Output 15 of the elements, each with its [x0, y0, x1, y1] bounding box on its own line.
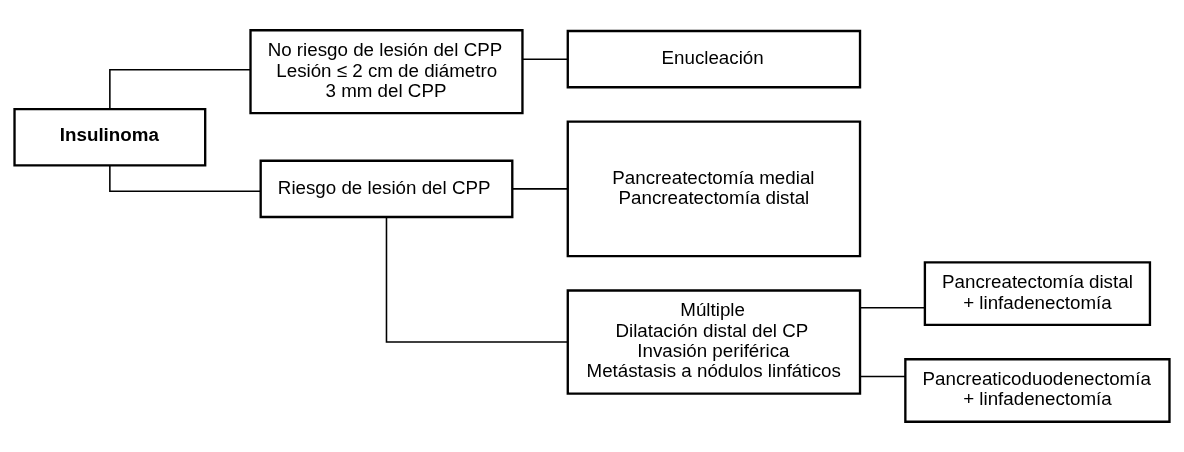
connector — [109, 164, 262, 192]
connector — [859, 306, 926, 309]
connector — [109, 68, 251, 110]
connector — [521, 58, 569, 60]
node-box: Pancreatectomía medial Pancreatectomía distal — [566, 120, 862, 258]
node-box: Insulinoma — [13, 108, 207, 167]
node-box: Riesgo de lesión del CPP — [259, 159, 514, 219]
connector — [511, 188, 569, 190]
node-box: No riesgo de lesión del CPP Lesión ≤ 2 cm de diámetro 3 mm del CPP — [249, 29, 524, 115]
connector — [859, 375, 907, 378]
node-box: Pancreaticoduodenectomía + linfadenectomía — [904, 358, 1171, 423]
node-box: Múltiple Dilatación distal del CP Invasión periférica Metástasis a nódulos linfáticos — [566, 289, 862, 395]
node-box: Pancreatectomía distal + linfadenectomía — [923, 261, 1152, 327]
connector — [385, 216, 569, 343]
node-box: Enucleación — [566, 29, 862, 89]
